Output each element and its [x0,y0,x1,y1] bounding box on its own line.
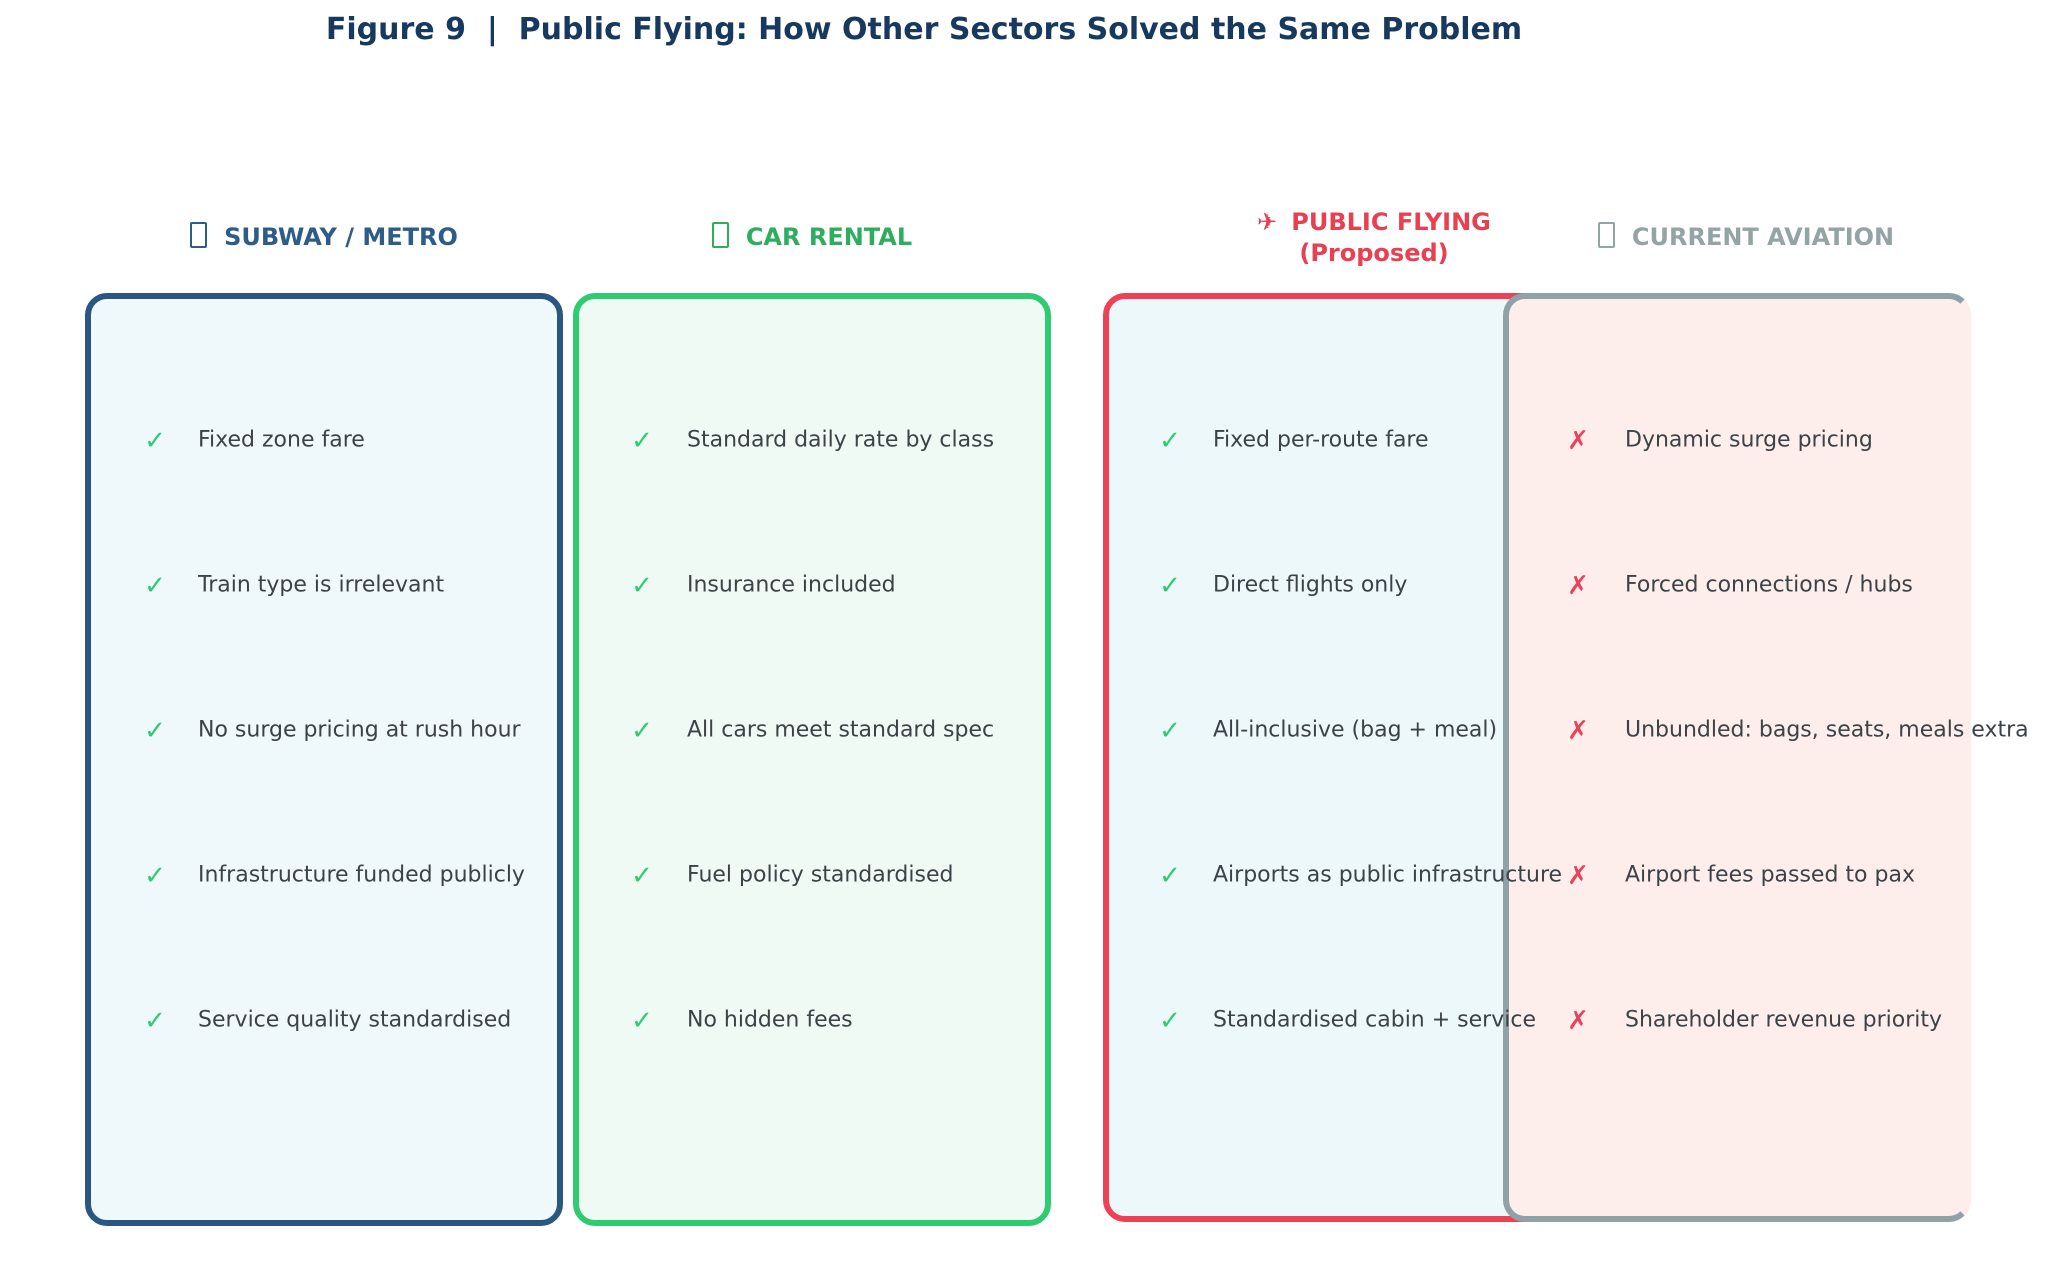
airplane-icon: ✈ [1257,208,1278,236]
item-label: Dynamic surge pricing [1625,427,1873,453]
check-icon: ✓ [144,1006,166,1036]
header-line: CAR RENTAL [412,222,1212,253]
item-label: Shareholder revenue priority [1625,1007,1942,1033]
header-subtitle: (Proposed) [1299,239,1449,267]
check-icon: ✓ [1159,861,1181,891]
item-label: Fuel policy standardised [687,862,954,888]
item-label: No hidden fees [687,1007,853,1033]
item-label: No surge pricing at rush hour [198,717,521,743]
header-line: ✈ PUBLIC FLYING [974,207,1774,238]
check-icon: ✓ [144,426,166,456]
header-line: CURRENT AVIATION [1346,222,2053,253]
item-label: Service quality standardised [198,1007,512,1033]
header-label: CAR RENTAL [745,223,913,251]
item-label: All cars meet standard spec [687,717,995,743]
cross-icon: ✗ [1567,716,1589,746]
figure-title: Figure 9 | Public Flying: How Other Sect… [325,12,1523,47]
check-icon: ✓ [144,861,166,891]
item-label: Infrastructure funded publicly [198,862,525,888]
check-icon: ✓ [1159,1006,1181,1036]
check-icon: ✓ [144,716,166,746]
cross-icon: ✗ [1567,861,1589,891]
check-icon: ✓ [1159,426,1181,456]
cross-icon: ✗ [1567,426,1589,456]
check-icon: ✓ [631,861,653,891]
item-label: Train type is irrelevant [198,572,445,598]
cross-icon: ✗ [1567,1006,1589,1036]
item-label: All-inclusive (bag + meal) [1213,717,1498,743]
header-label: SUBWAY / METRO [224,223,458,251]
check-icon: ✓ [1159,716,1181,746]
panel-car-rental [573,293,1051,1226]
header-car-rental: CAR RENTAL [412,222,1212,253]
item-label: Forced connections / hubs [1625,572,1913,598]
item-label: Fixed per-route fare [1213,427,1429,453]
item-label: Fixed zone fare [198,427,365,453]
item-label: Standardised cabin + service [1213,1007,1536,1033]
check-icon: ✓ [144,571,166,601]
header-current-aviation: CURRENT AVIATION [1346,222,2053,253]
item-label: Airports as public infrastructure [1213,862,1563,888]
item-label: Standard daily rate by class [687,427,995,453]
missing-glyph-icon [711,222,729,248]
item-label: Airport fees passed to pax [1625,862,1915,888]
header-label: CURRENT AVIATION [1631,223,1895,251]
header-line: SUBWAY / METRO [0,222,724,253]
panel-subway-metro [85,293,563,1226]
header-public-flying: ✈ PUBLIC FLYING (Proposed) [974,207,1774,269]
cross-icon: ✗ [1567,571,1589,601]
item-label: Insurance included [687,572,896,598]
header-label: PUBLIC FLYING [1291,208,1491,236]
check-icon: ✓ [631,571,653,601]
header-subway-metro: SUBWAY / METRO [0,222,724,253]
check-icon: ✓ [631,1006,653,1036]
check-icon: ✓ [631,426,653,456]
check-icon: ✓ [1159,571,1181,601]
item-label: Unbundled: bags, seats, meals extra [1625,717,2029,743]
missing-glyph-icon [190,222,208,248]
missing-glyph-icon [1597,222,1615,248]
check-icon: ✓ [631,716,653,746]
panel-current-aviation [1503,293,1971,1222]
item-label: Direct flights only [1213,572,1408,598]
